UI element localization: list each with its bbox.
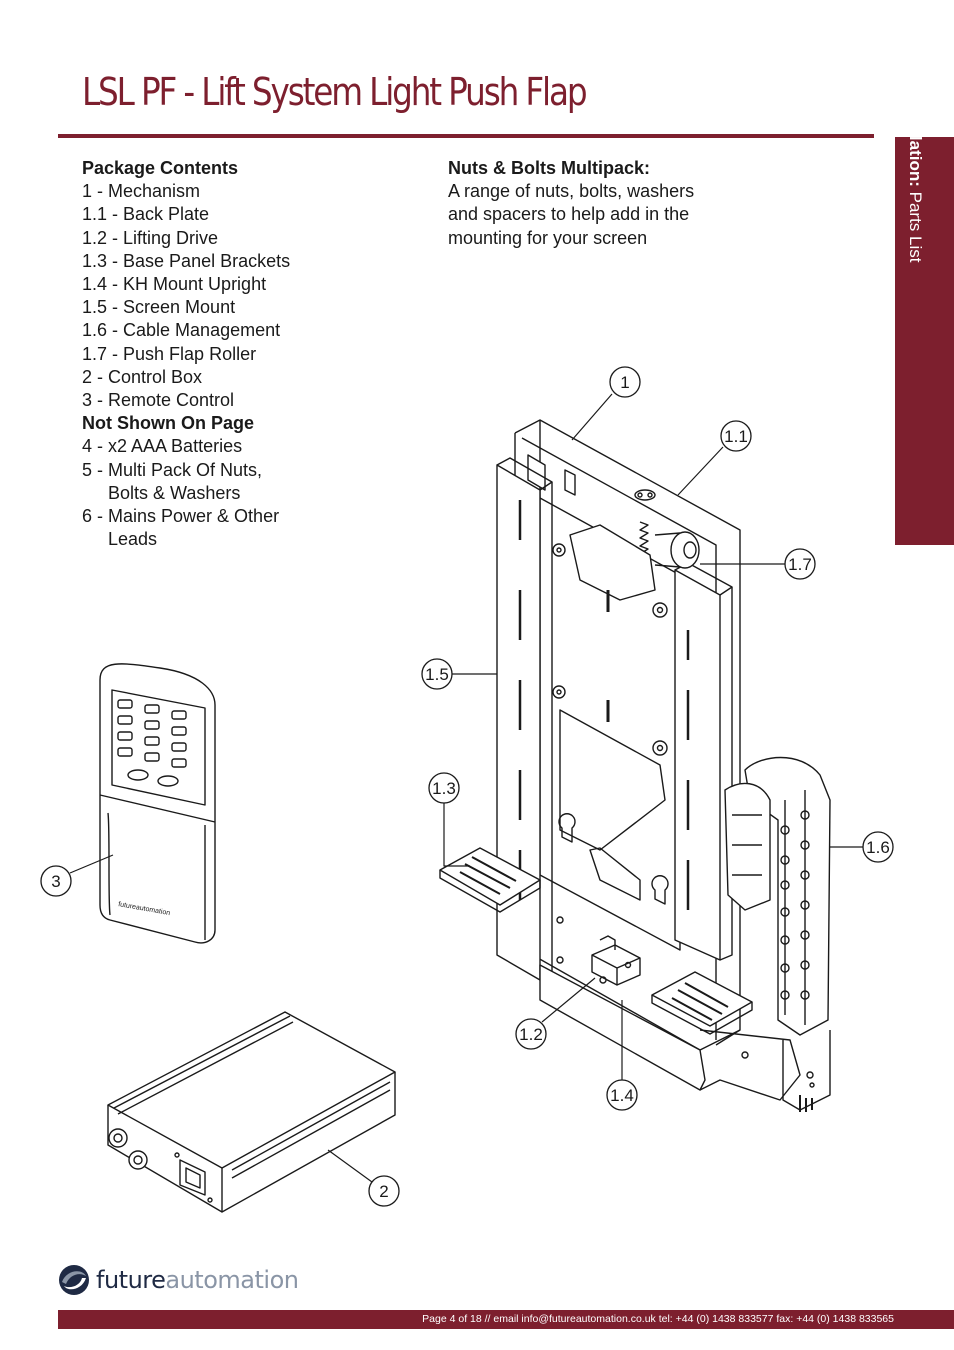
section-side-tab: Installation: Parts List bbox=[895, 92, 954, 545]
control-box-drawing bbox=[107, 1011, 396, 1213]
list-item: 1.4 - KH Mount Upright bbox=[82, 274, 267, 295]
mechanism-drawing bbox=[439, 419, 831, 1112]
callout-label: 1.5 bbox=[425, 665, 449, 684]
list-item: 1.7 - Push Flap Roller bbox=[82, 343, 257, 364]
callout-label: 1.4 bbox=[610, 1086, 634, 1105]
list-item: 1.1 - Back Plate bbox=[82, 204, 210, 225]
callout-label: 1.2 bbox=[519, 1025, 543, 1044]
callout-label: 1 bbox=[620, 373, 629, 392]
logo-swirl-icon bbox=[59, 1265, 89, 1295]
callout-label: 1.7 bbox=[788, 555, 812, 574]
package-heading: Package Contents bbox=[82, 158, 239, 178]
list-item: Leads bbox=[108, 529, 158, 550]
page-title: LSL PF - Lift System Light Push Flap bbox=[82, 70, 588, 114]
nuts-heading: Nuts & Bolts Multipack: bbox=[448, 158, 651, 178]
not-shown-heading: Not Shown On Page bbox=[82, 413, 255, 434]
nuts-line: mounting for your screen bbox=[448, 227, 648, 248]
list-item: 6 - Mains Power & Other bbox=[82, 506, 280, 527]
logo-word-future: future bbox=[96, 1266, 166, 1294]
callout-label: 1.6 bbox=[866, 838, 890, 857]
footer-text: Page 4 of 18 // email info@futureautomat… bbox=[422, 1313, 894, 1325]
logo-word-automation: automation bbox=[165, 1266, 299, 1294]
callout-label: 1.3 bbox=[432, 779, 456, 798]
package-contents: Package Contents 1 - Mechanism 1.1 - Bac… bbox=[82, 157, 290, 551]
remote-drawing: futureautomation bbox=[99, 663, 216, 944]
nuts-bolts-section: Nuts & Bolts Multipack: A range of nuts,… bbox=[448, 157, 694, 250]
list-item: 5 - Multi Pack Of Nuts, bbox=[82, 459, 263, 480]
company-logo: futureautomation bbox=[56, 1262, 299, 1298]
list-item: 1.3 - Base Panel Brackets bbox=[82, 250, 291, 271]
list-item: 3 - Remote Control bbox=[82, 390, 235, 411]
callout-label: 1.1 bbox=[724, 427, 748, 446]
list-item: 2 - Control Box bbox=[82, 366, 203, 387]
list-item: Bolts & Washers bbox=[108, 482, 241, 503]
title-rule bbox=[58, 134, 874, 138]
callout-label: 3 bbox=[51, 872, 60, 891]
logo-wordmark: futureautomation bbox=[96, 1266, 299, 1294]
nuts-line: and spacers to help add in the bbox=[448, 204, 690, 225]
list-item: 4 - x2 AAA Batteries bbox=[82, 436, 243, 457]
list-item: 1.5 - Screen Mount bbox=[82, 297, 236, 318]
nuts-line: A range of nuts, bolts, washers bbox=[448, 181, 695, 202]
list-item: 1.2 - Lifting Drive bbox=[82, 227, 219, 248]
list-item: 1.6 - Cable Management bbox=[82, 320, 281, 341]
list-item: 1 - Mechanism bbox=[82, 181, 201, 202]
footer-bar: Page 4 of 18 // email info@futureautomat… bbox=[58, 1310, 954, 1329]
callout-label: 2 bbox=[379, 1182, 388, 1201]
